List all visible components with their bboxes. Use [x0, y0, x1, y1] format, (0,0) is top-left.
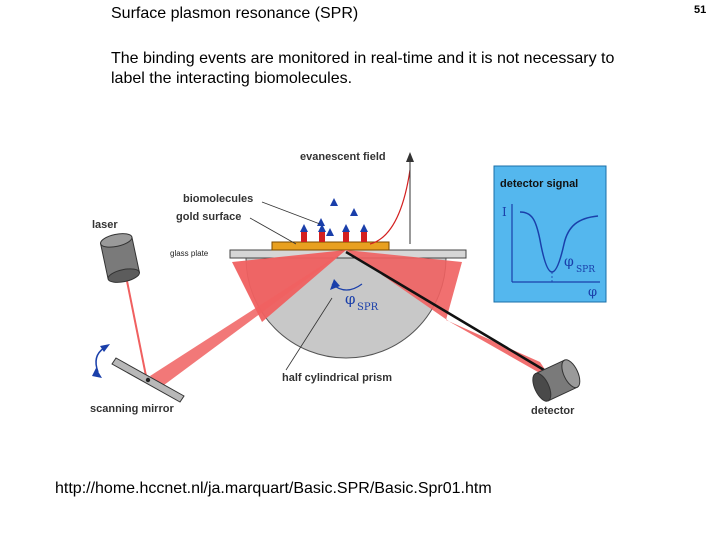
evanescent-field-arrowhead	[406, 152, 414, 162]
slide-body-text: The binding events are monitored in real…	[111, 50, 615, 87]
evanescent-field-curve	[369, 169, 411, 245]
laser-beam	[125, 275, 147, 377]
glass-plate-label: glass plate	[170, 249, 209, 258]
laser-source	[100, 233, 140, 283]
mirror-rotation-arrowhead-2	[100, 344, 110, 352]
detector-device	[532, 359, 581, 402]
mirror-rotation-arrow	[95, 347, 105, 373]
prism-leader	[285, 297, 333, 371]
detector-signal-title: detector signal	[500, 178, 578, 190]
source-url: http://home.hccnet.nl/ja.marquart/Basic.…	[55, 480, 492, 497]
signal-dip-symbol: φ	[564, 254, 574, 270]
incident-beam-wide	[232, 250, 346, 322]
detector-label: detector	[531, 405, 575, 417]
slide-number: 51	[694, 4, 707, 16]
detector-signal-panel: detector signal I φ φ SPR	[493, 165, 607, 303]
slide-title: Surface plasmon resonance (SPR)	[111, 5, 359, 22]
signal-dip-subscript: SPR	[576, 265, 595, 275]
biomolecules-label: biomolecules	[183, 193, 253, 205]
signal-y-label: I	[502, 205, 507, 219]
mirror-rotation-arrowhead-1	[92, 368, 102, 378]
phi-spr-symbol: φ	[345, 290, 356, 308]
angle-arrowhead	[330, 279, 340, 290]
resonance-line	[345, 250, 545, 372]
prism-label: half cylindrical prism	[282, 372, 392, 384]
biomolecules-leader	[261, 201, 321, 225]
gold-surface-label: gold surface	[176, 211, 241, 223]
laser-label: laser	[92, 219, 118, 231]
scanning-mirror-label: scanning mirror	[90, 403, 174, 415]
gold-surface	[271, 241, 390, 251]
phi-spr-subscript: SPR	[357, 302, 379, 313]
signal-x-label: φ	[588, 285, 597, 300]
evanescent-field-label: evanescent field	[300, 151, 386, 163]
scanning-mirror	[111, 357, 185, 403]
gold-surface-leader	[249, 217, 297, 245]
